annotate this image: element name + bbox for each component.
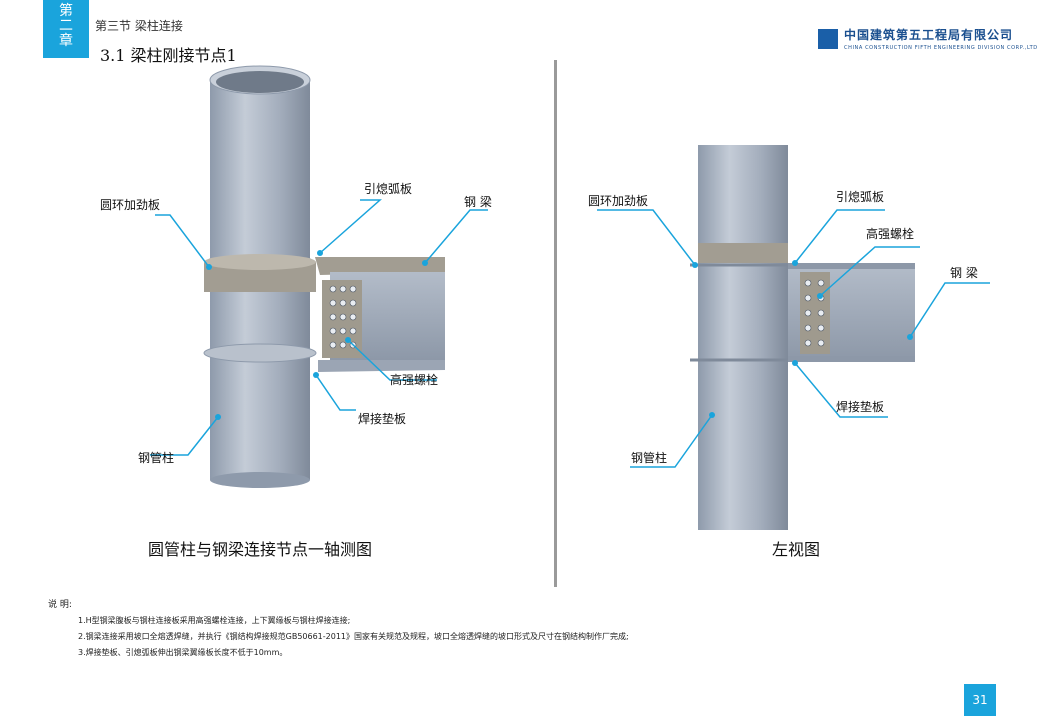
right-leader-lines	[597, 209, 990, 468]
left-label-hs-bolt: 高强螺栓	[390, 373, 439, 387]
cscec-logo-icon	[818, 28, 838, 49]
right-label-arc-plate: 引熄弧板	[836, 190, 885, 204]
lower-ring-plate	[203, 343, 317, 363]
company-name-cn: 中国建筑第五工程局有限公司	[844, 28, 1014, 42]
left-leader-dots	[206, 250, 428, 420]
tube-column-front	[698, 145, 788, 530]
axonometric-figure	[150, 65, 488, 488]
notes-heading: 说 明:	[48, 600, 72, 610]
ring-plate-band	[698, 243, 788, 263]
figure-divider	[554, 60, 557, 587]
right-leader-dots	[692, 260, 913, 418]
chapter-tab: 第 二 章	[43, 0, 89, 58]
tube-column-top-inner	[216, 71, 304, 93]
tube-column-bottom	[210, 472, 310, 488]
right-label-ring-plate: 圆环加劲板	[588, 194, 649, 208]
left-view-figure	[597, 145, 990, 530]
right-label-steel-beam: 钢 梁	[950, 266, 978, 280]
chapter-char-3: 章	[59, 33, 73, 49]
right-bolt-group	[804, 279, 825, 347]
beam-bottom-flange-view	[788, 356, 915, 362]
beam-top-flange	[315, 257, 445, 275]
note-line-2: 2.钢梁连接采用坡口全熔透焊缝，并执行《钢结构焊接规范GB50661-2011》…	[78, 632, 629, 641]
shear-plate-view	[800, 272, 830, 354]
section-label: 第三节 梁柱连接	[95, 19, 183, 33]
right-label-weld-backing: 焊接垫板	[836, 400, 885, 414]
left-caption: 圆管柱与钢梁连接节点一轴测图	[148, 540, 373, 559]
upper-ring-plate-top	[204, 254, 316, 270]
note-line-3: 3.焊接垫板、引熄弧板伸出钢梁翼缘板长度不低于10mm。	[78, 648, 288, 657]
left-leader-lines	[150, 199, 488, 456]
right-label-tube-column: 钢管柱	[631, 451, 668, 465]
right-label-hs-bolt: 高强螺栓	[866, 227, 915, 241]
left-label-arc-plate: 引熄弧板	[364, 182, 413, 196]
company-logo: 中国建筑第五工程局有限公司 CHINA CONSTRUCTION FIFTH E…	[818, 26, 1038, 51]
beam-top-flange-view	[788, 263, 915, 269]
right-caption: 左视图	[772, 540, 821, 559]
left-label-tube-column: 钢管柱	[138, 451, 175, 465]
page-title: 3.1 梁柱刚接节点1	[100, 46, 237, 65]
chapter-char-2: 二	[59, 18, 73, 34]
chapter-char-1: 第	[59, 3, 73, 19]
beam-bottom-flange	[318, 360, 445, 372]
left-label-weld-backing: 焊接垫板	[358, 412, 407, 426]
left-label-steel-beam: 钢 梁	[464, 195, 492, 209]
page-number: 31	[964, 684, 996, 716]
left-bolt-group	[329, 285, 357, 349]
note-line-1: 1.H型钢梁腹板与钢柱连接板采用高强螺栓连接，上下翼缘板与钢柱焊接连接;	[78, 616, 351, 625]
notes-block: 说 明: 1.H型钢梁腹板与钢柱连接板采用高强螺栓连接，上下翼缘板与钢柱焊接连接…	[48, 597, 629, 661]
company-name-en: CHINA CONSTRUCTION FIFTH ENGINEERING DIV…	[844, 45, 1038, 51]
left-label-ring-plate: 圆环加劲板	[100, 198, 161, 212]
